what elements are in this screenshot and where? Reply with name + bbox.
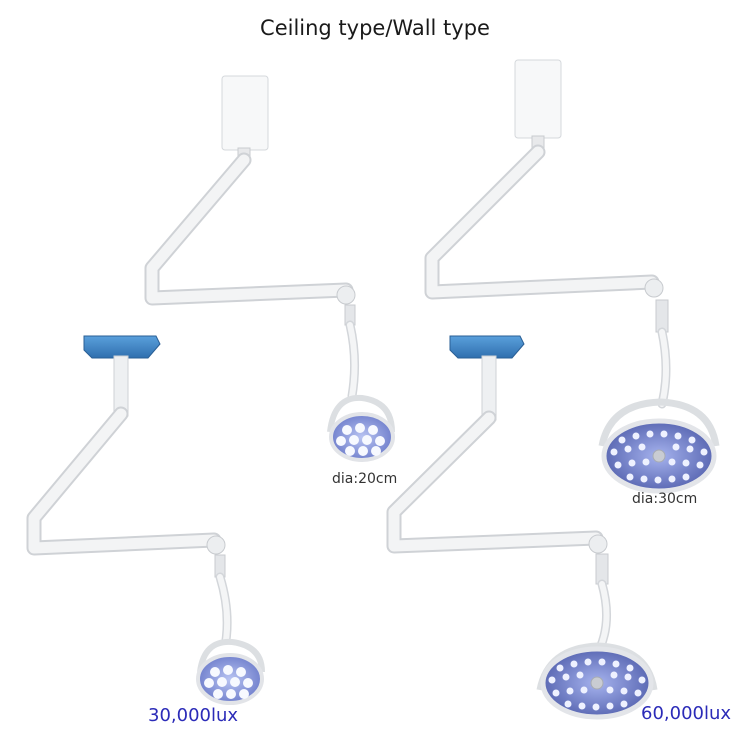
wall-lamp-small [144,75,395,462]
ceiling-lamp-large [386,335,658,720]
wall-mount-box [514,59,562,139]
led-array [548,658,646,711]
ceiling-arm [28,408,220,554]
lux-label-small: 30,000lux [148,705,239,726]
ceiling-mount-plate [83,335,161,359]
wall-arm [426,146,658,298]
ceiling-lamp-small [26,335,265,705]
diameter-label-small: dia:20cm [332,471,398,487]
lux-label-large: 60,000lux [641,703,732,724]
wall-arm [146,154,352,304]
wall-mount-box [221,75,269,151]
diameter-label-large: dia:30cm [632,491,698,507]
ceiling-arm [388,412,602,552]
ceiling-mount-plate [449,335,525,359]
wall-lamp-large [424,59,720,494]
led-array [336,423,385,456]
led-array [204,665,253,699]
ceiling-tube [481,355,497,421]
led-array [610,430,708,484]
page-title: Ceiling type/Wall type [260,16,490,40]
